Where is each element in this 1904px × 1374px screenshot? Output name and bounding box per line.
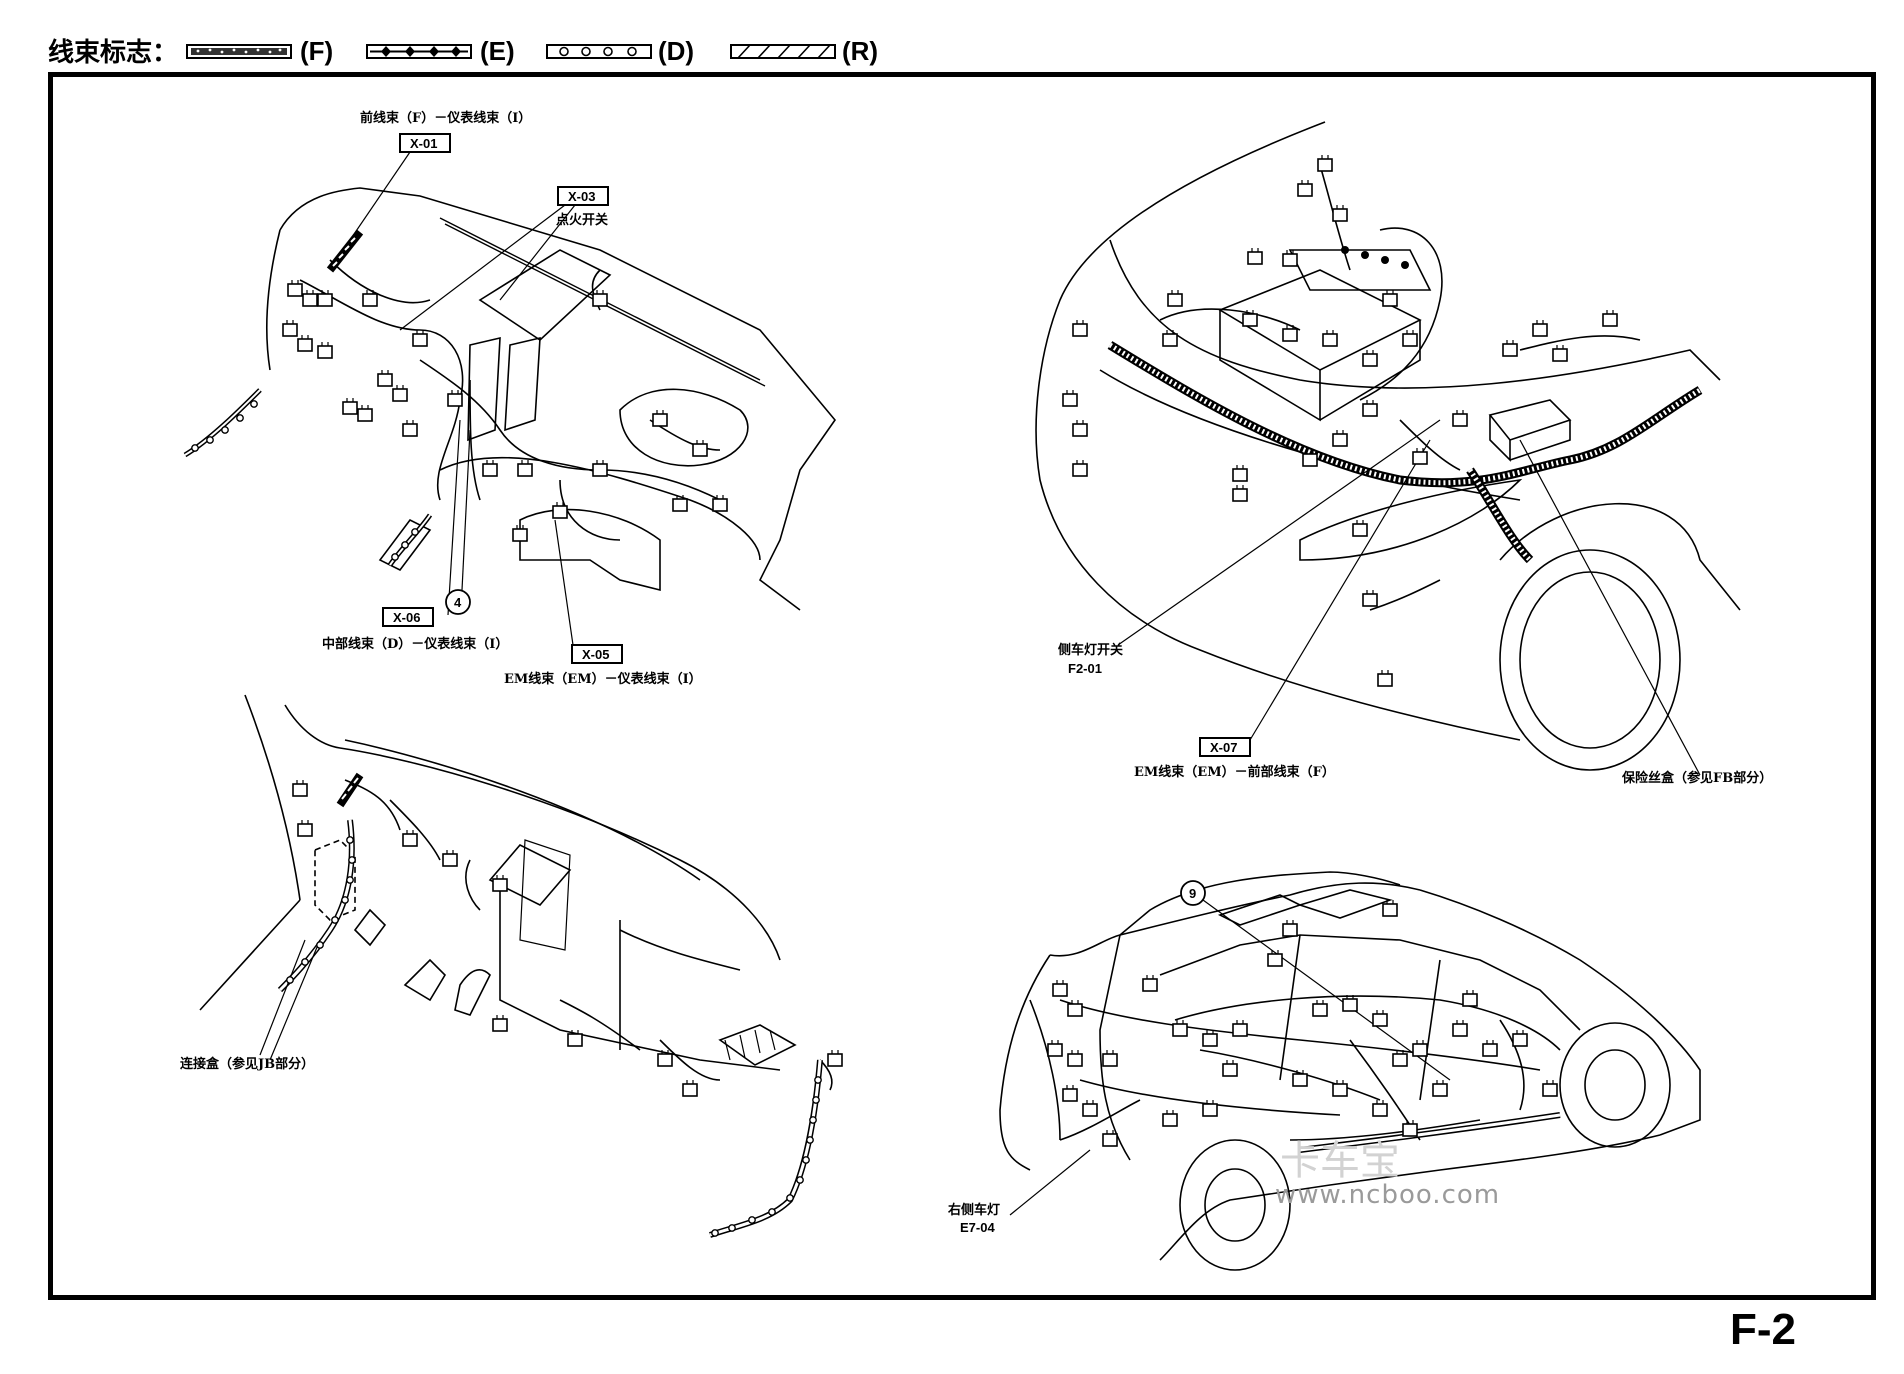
legend-swatch-e — [366, 44, 472, 59]
x05-code: X-05 — [582, 647, 609, 662]
lower-dash-view — [199, 694, 833, 1238]
right-side-lamp-code: E7-04 — [960, 1220, 995, 1235]
fuse-box-label: 保险丝盒（参见FB部分） — [1621, 770, 1772, 786]
watermark-url: www.ncboo.com — [1275, 1180, 1501, 1210]
watermark-logo-text: 卡车宝 — [1280, 1138, 1400, 1184]
engine-bay-beads — [1341, 246, 1409, 269]
page-number: F-2 — [1730, 1305, 1796, 1354]
legend-swatch-r — [730, 44, 836, 59]
legend-code-f: (F) — [300, 36, 334, 66]
callout-junction-box: 连接盒（参见JB部分） — [180, 1056, 314, 1072]
x06-label: 中部线束（D）－仪表线束（I） — [322, 636, 508, 652]
legend-code-d: (D) — [658, 36, 695, 66]
x07-label: EM线束（EM）－前部线束（F） — [1134, 764, 1335, 780]
x03-code: X-03 — [568, 189, 595, 204]
callout-fuse-box: 保险丝盒（参见FB部分） — [1621, 770, 1772, 786]
engine-bay-view — [1035, 121, 1741, 776]
vehicle-body-view — [999, 871, 1701, 1271]
legend-swatch-f — [186, 44, 292, 59]
instrument-panel-view — [183, 151, 837, 646]
right-side-lamp-label: 右侧车灯 — [947, 1202, 1000, 1218]
callout-x06: X-06 中部线束（D）－仪表线束（I） — [322, 607, 508, 652]
svg-text:9: 9 — [1189, 886, 1196, 901]
svg-text:4: 4 — [454, 595, 462, 610]
legend-code-r: (R) — [842, 36, 879, 66]
callout-right-side-lamp: 右侧车灯 E7-04 — [947, 1202, 1000, 1235]
lower-dash-beads — [286, 836, 822, 1237]
callout-x01: 前线束（F）－仪表线束（I） X-01 — [360, 110, 531, 153]
x01-label: 前线束（F）－仪表线束（I） — [360, 110, 531, 126]
x01-code: X-01 — [410, 136, 437, 151]
legend-code-e: (E) — [480, 36, 515, 66]
callout-x03: X-03 点火开关 — [556, 186, 609, 228]
junction-box-label: 连接盒（参见JB部分） — [180, 1056, 314, 1072]
callout-circle-4: 4 — [445, 589, 471, 615]
x06-code: X-06 — [393, 610, 420, 625]
callout-x07: X-07 EM线束（EM）－前部线束（F） — [1134, 737, 1335, 780]
x07-code: X-07 — [1210, 740, 1237, 755]
callout-side-lamp-switch: 侧车灯开关 F2-01 — [1058, 642, 1123, 676]
side-lamp-switch-label: 侧车灯开关 — [1058, 642, 1123, 658]
callout-x05: X-05 EM线束（EM）－仪表线束（I） — [504, 644, 702, 687]
x03-label: 点火开关 — [556, 212, 608, 228]
instrument-panel-connectors — [282, 279, 728, 542]
side-lamp-switch-code: F2-01 — [1068, 661, 1102, 676]
diagram-frame — [48, 72, 1876, 1300]
legend-swatch-d — [546, 44, 652, 59]
legend-title: 线束标志： — [48, 38, 179, 68]
x05-label: EM线束（EM）－仪表线束（I） — [504, 671, 702, 687]
callout-circle-9: 9 — [1180, 880, 1206, 906]
